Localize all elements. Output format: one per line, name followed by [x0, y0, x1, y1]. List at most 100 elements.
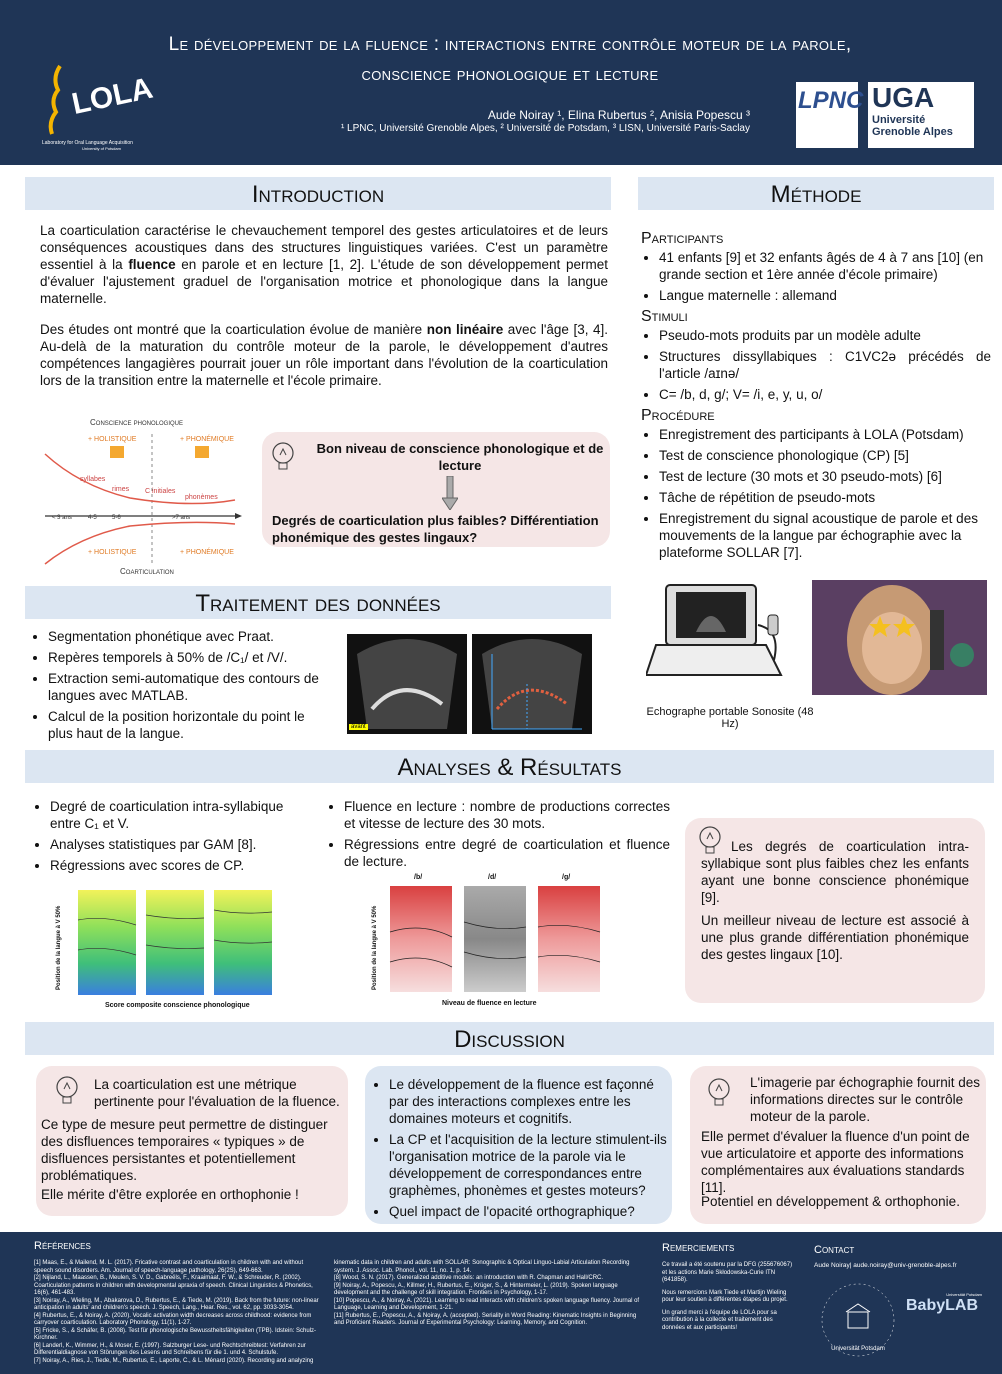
- methode-heading: Méthode: [638, 177, 994, 210]
- intro-p1-bold: fluence: [128, 257, 176, 272]
- discussion-middle-list: Le développement de la fluence est façon…: [371, 1076, 667, 1224]
- title-line-1: Le développement de la fluence : interac…: [168, 34, 852, 55]
- traitement-item: Repères temporels à 50% de /C₁/ et /V/.: [48, 649, 320, 666]
- child-photo-graphic: [812, 580, 987, 695]
- diagram-holistic-bottom: + HOLISTIQUE: [88, 549, 137, 556]
- plot2-ylabel: Position de la langue à V 50%: [372, 905, 378, 990]
- diagram-age-4: >7 ans: [172, 515, 191, 521]
- reference-item: [3] Noiray, A., Wieling, M., Abakarova, …: [34, 1297, 319, 1312]
- child-photo: [812, 580, 987, 695]
- intro-paragraph-2: Des études ont montré que la coarticulat…: [40, 321, 608, 389]
- phonemic-icon: [195, 446, 209, 458]
- plot2-panel-b: /b/: [414, 874, 423, 881]
- gam-plot-phonological: Position de la langue à V 50% Score comp…: [56, 880, 280, 1015]
- plot2-panel-g: /g/: [562, 874, 571, 881]
- lola-subtitle-2: University of Potsdam: [82, 146, 121, 151]
- discussion-left-lead: La coarticulation est une métrique perti…: [94, 1077, 340, 1109]
- lightbulb-icon: [708, 1078, 730, 1106]
- thanks-title: Remerciements: [662, 1242, 735, 1254]
- diagram-phonemic-bottom: + PHONÉMIQUE: [180, 549, 234, 556]
- discussion-right-lead: L'imagerie par échographie fournit des i…: [750, 1075, 980, 1124]
- thanks-p3: Un grand merci à l'équipe de LOLA pour s…: [662, 1309, 777, 1331]
- gam-plot-phonological-graphic: [77, 890, 273, 995]
- thanks-p2: Nous remercions Mark Tiede et Martijn Wi…: [662, 1289, 788, 1304]
- diagram-c-initiales: C initiales: [145, 488, 176, 495]
- diagram-age-3: 5-6: [112, 515, 121, 521]
- discussion-left-p1: Ce type de mesure peut permettre de dist…: [41, 1117, 328, 1183]
- analyses-item: Analyses statistiques par GAM [8].: [50, 836, 312, 853]
- diagram-top-label: Conscience phonologique: [90, 418, 184, 427]
- intro-box-top: Bon niveau de conscience phonologique et…: [316, 441, 604, 473]
- uga-line-1: Université: [872, 114, 926, 126]
- potsdam-logo: Universität Potsdam: [818, 1280, 898, 1360]
- participants-item: 41 enfants [9] et 32 enfants âgés de 4 à…: [659, 249, 991, 283]
- babylab-text: BabyLAB: [906, 1297, 979, 1314]
- discussion-left-p2: Elle mérite d'être explorée en orthophon…: [41, 1187, 299, 1202]
- ultrasound-raw-graphic: [357, 639, 457, 729]
- potsdam-logo-text: Universität Potsdam: [831, 1346, 885, 1352]
- discussion-item: Le développement de la fluence est façon…: [389, 1076, 667, 1127]
- lola-logo-graphic: LOLA: [48, 64, 156, 135]
- discussion-item: La CP et l'acquisition de la lecture sti…: [389, 1131, 667, 1199]
- diagram-rimes: rimes: [112, 486, 130, 493]
- coarticulation-diagram-graphic: [44, 434, 242, 566]
- contact-email: Aude Noiray| aude.noiray@univ-grenoble-a…: [814, 1262, 957, 1269]
- methode-content: Participants 41 enfants [9] et 32 enfant…: [641, 226, 991, 565]
- plot1-ylabel: Position de la langue à V 50%: [56, 905, 62, 990]
- affiliations: ¹ LPNC, Université Grenoble Alpes, ² Uni…: [340, 123, 750, 134]
- diagram-age-2: 4-5: [88, 515, 97, 521]
- poster-header: Le développement de la fluence : interac…: [0, 0, 1002, 165]
- reference-item: [10] Popescu, A., & Noiray, A. (2021). L…: [334, 1297, 640, 1312]
- discussion-left-box: La coarticulation est une métrique perti…: [36, 1066, 348, 1216]
- analyses-results-box: Les degrés de coarticulation intra-sylla…: [685, 818, 985, 1003]
- analyses-item: Régressions entre degré de coarticulatio…: [344, 836, 670, 870]
- analyses-item: Régressions avec scores de CP.: [50, 857, 312, 874]
- diagram-holistic-top: + HOLISTIQUE: [88, 436, 137, 443]
- plot2-xlabel: Niveau de fluence en lecture: [442, 1000, 537, 1007]
- poster-title: Le développement de la fluence : interac…: [60, 30, 960, 90]
- lola-logo-text: LOLA: [69, 72, 156, 121]
- discussion-heading: Discussion: [25, 1022, 994, 1055]
- stimuli-item: Pseudo-mots produits par un modèle adult…: [659, 327, 991, 344]
- analyses-col2: Fluence en lecture : nombre de productio…: [326, 798, 670, 874]
- ultrasound-image-raw: avant: [347, 634, 467, 734]
- diagram-bottom-label: Coarticulation: [120, 567, 174, 576]
- reference-item: [8] Wood, S. N. (2017). Generalized addi…: [334, 1275, 604, 1281]
- ultrasound-image-contour: [472, 634, 592, 734]
- introduction-text: La coarticulation caractérise le chevauc…: [40, 222, 608, 389]
- reference-item: [4] Rubertus, E., & Noiray, A. (2020). V…: [34, 1312, 312, 1327]
- uga-line-2: Grenoble Alpes: [872, 126, 953, 138]
- ultrasound-contour-graphic: [482, 639, 582, 730]
- discussion-right-p1: Elle permet d'évaluer la fluence d'un po…: [701, 1129, 970, 1195]
- analyses-col1: Degré de coarticulation intra-syllabique…: [32, 798, 312, 878]
- traitement-item: Calcul de la position horizontale du poi…: [48, 708, 320, 742]
- holistic-icon: [110, 446, 124, 458]
- diagram-phonemic-top: + PHONÉMIQUE: [180, 436, 234, 443]
- lpnc-logo: LPNC: [796, 82, 863, 148]
- analyses-box-p2: Un meilleur niveau de lecture est associ…: [701, 913, 969, 962]
- diagram-syllabes: syllabes: [80, 476, 106, 483]
- participants-title: Participants: [641, 230, 724, 247]
- reference-item: [6] Landerl, K., Wimmer, H., & Moser, E.…: [34, 1342, 306, 1357]
- references-right: kinematic data in children and adults wi…: [334, 1260, 644, 1328]
- diagram-age-1: < 3 ans: [52, 515, 72, 521]
- reference-item: [9] Noiray, A., Popescu, A., Killmer, H.…: [334, 1282, 618, 1297]
- procedure-item: Test de lecture (30 mots et 30 pseudo-mo…: [659, 468, 991, 485]
- procedure-item: Test de conscience phonologique (CP) [5]: [659, 447, 991, 464]
- lightbulb-icon: [56, 1076, 78, 1104]
- plot1-xlabel: Score composite conscience phonologique: [105, 1002, 250, 1009]
- procedure-item: Enregistrement des participants à LOLA (…: [659, 426, 991, 443]
- reference-item: [7] Noiray, A., Ries, J., Tiede, M., Rub…: [34, 1357, 314, 1364]
- discussion-item: Quel impact de l'opacité orthographique?: [389, 1203, 667, 1220]
- down-arrow-icon: [442, 476, 458, 510]
- stimuli-item: C= /b, d, g/; V= /i, e, y, u, o/: [659, 386, 991, 403]
- lightbulb-icon: [272, 442, 294, 470]
- thanks-text: Ce travail a été soutenu par la DFG (255…: [662, 1262, 797, 1332]
- analyses-heading: Analyses & Résultats: [25, 750, 994, 783]
- potsdam-seal-graphic: [821, 1283, 895, 1357]
- procedure-item: Tâche de répétition de pseudo-mots: [659, 489, 991, 506]
- diagram-phonemes: phonèmes: [185, 494, 218, 501]
- intro-p2-b: avec l'âge [3, 4]. Au-delà de la maturat…: [40, 322, 608, 388]
- reference-item: [11] Rubertus, E., Popescu, A., & Noiray…: [334, 1312, 637, 1327]
- reference-item: [1] Maas, E., & Mailend, M. L. (2017). F…: [34, 1260, 304, 1274]
